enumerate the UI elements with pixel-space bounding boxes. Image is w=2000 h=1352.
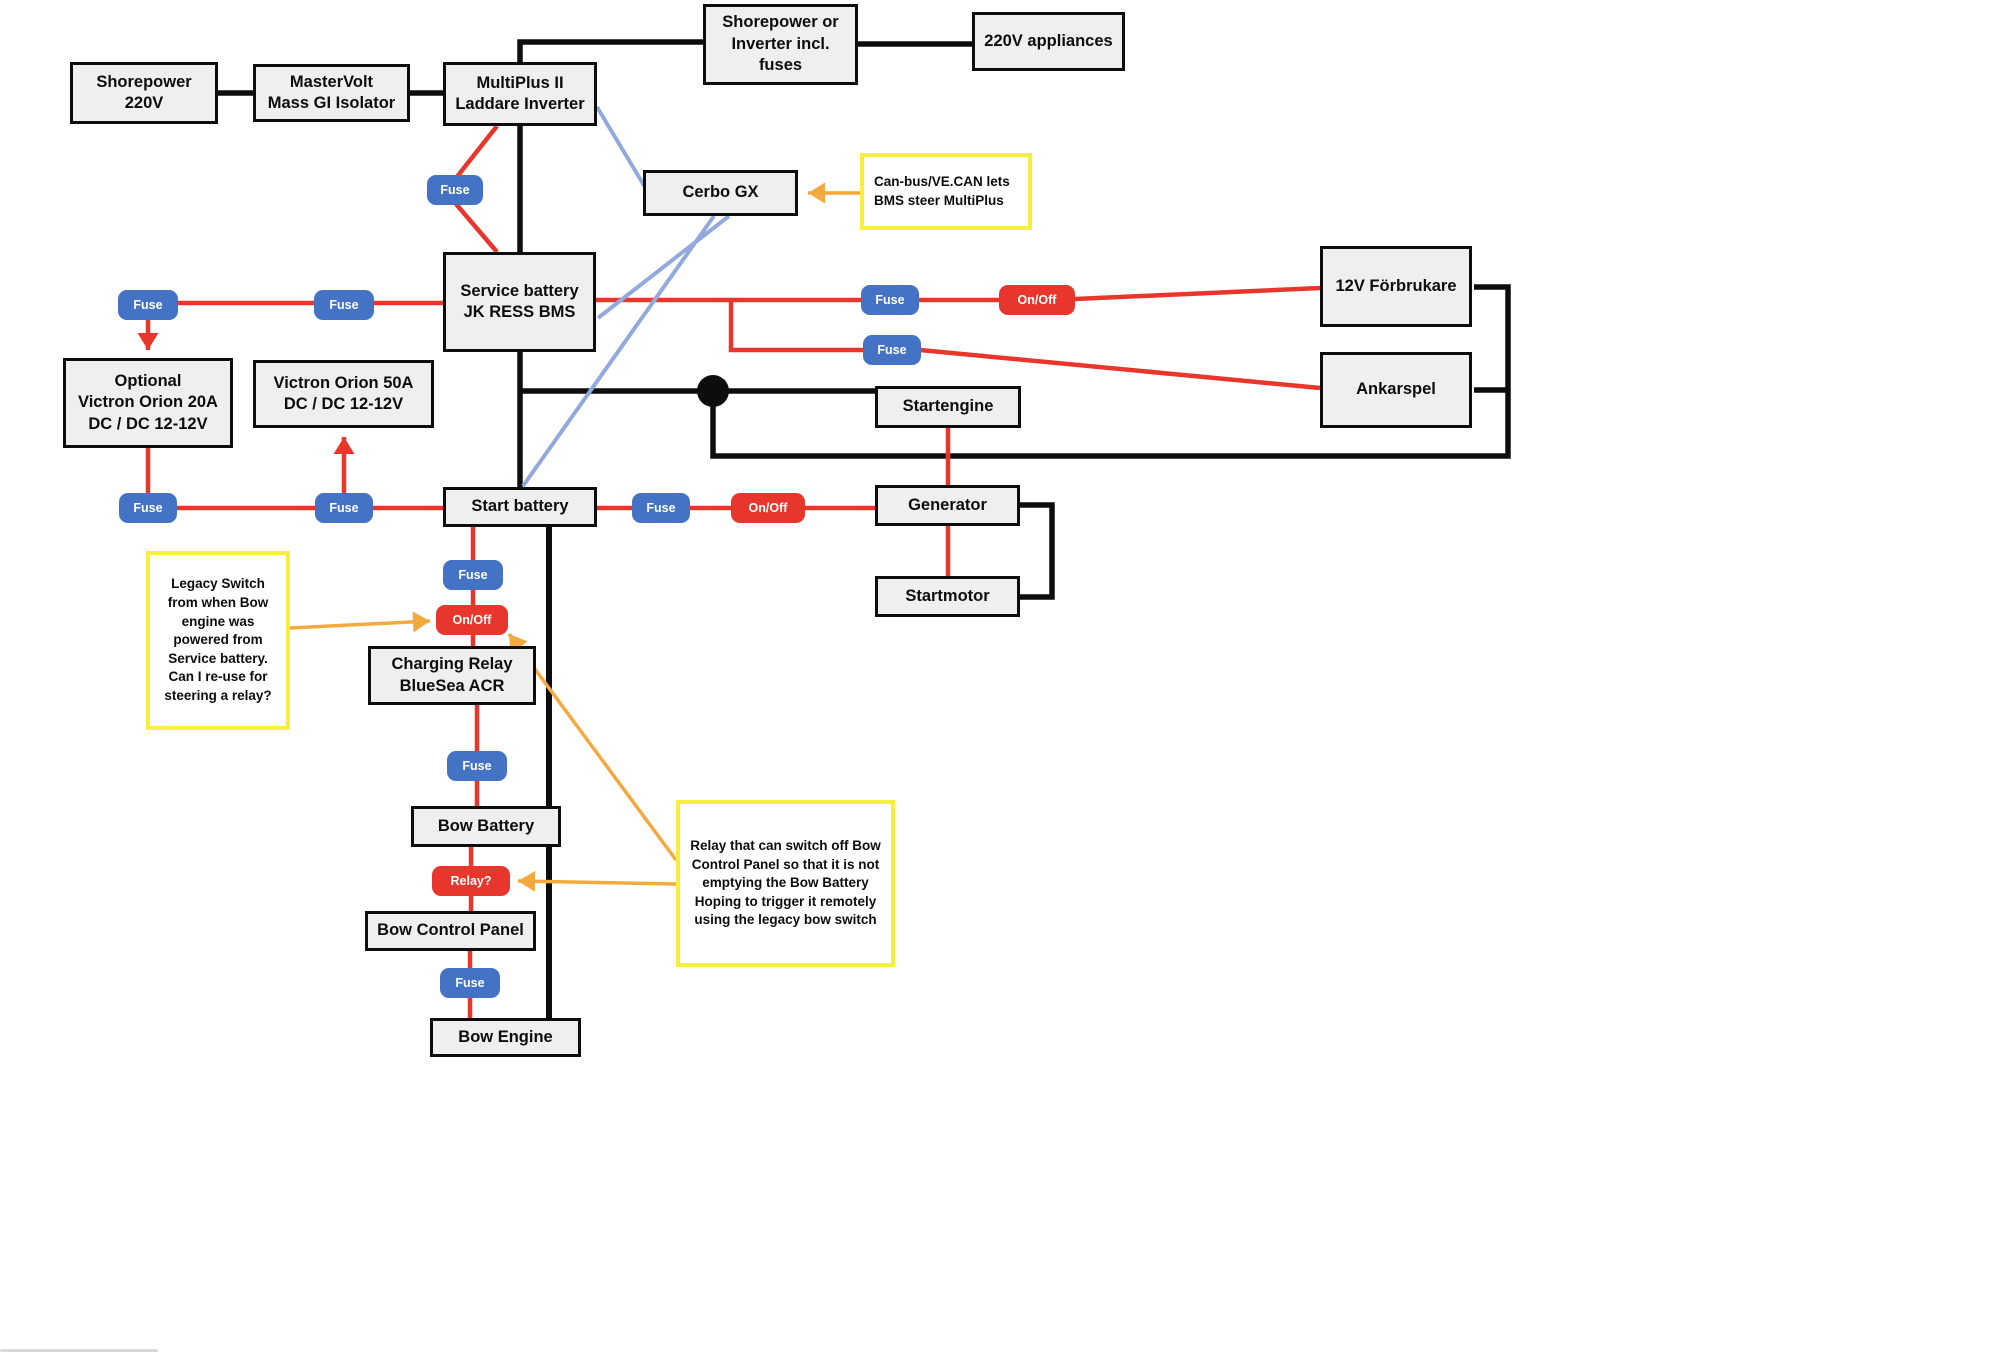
node-bow-engine: Bow Engine	[430, 1018, 581, 1057]
onoff-generator-pill: On/Off	[731, 493, 805, 523]
node-cerbo-gx: Cerbo GX	[643, 170, 798, 216]
note-legacy-switch: Legacy Switch from when Bow engine was p…	[146, 551, 290, 730]
node-shorepower-inverter-fuses: Shorepower or Inverter incl. fuses	[703, 4, 858, 85]
edge-vecan-multiplus	[595, 105, 647, 189]
node-forbrukare-12v: 12V Förbrukare	[1320, 246, 1472, 327]
fuse-bow-battery-pill: Fuse	[447, 751, 507, 781]
onoff-bow-pill: On/Off	[436, 605, 508, 635]
node-mastervolt-isolator: MasterVolt Mass GI Isolator	[253, 64, 410, 122]
node-charging-relay: Charging Relay BlueSea ACR	[368, 646, 536, 705]
node-startmotor: Startmotor	[875, 576, 1020, 617]
edge-generator-startmotor-loop	[1020, 502, 1055, 600]
window-bottom-edge	[0, 1349, 158, 1352]
node-multiplus: MultiPlus II Laddare Inverter	[443, 62, 597, 126]
relay-question-pill: Relay?	[432, 866, 510, 896]
node-orion-20a: Optional Victron Orion 20A DC / DC 12-12…	[63, 358, 233, 448]
fuse-orion20-top-pill: Fuse	[118, 290, 178, 320]
node-orion-50a: Victron Orion 50A DC / DC 12-12V	[253, 360, 434, 428]
node-startengine: Startengine	[875, 386, 1021, 428]
edge-return-loop-right	[710, 284, 1511, 459]
fuse-generator-pill: Fuse	[632, 493, 690, 523]
node-start-battery: Start battery	[443, 487, 597, 527]
fuse-ankarspel-pill: Fuse	[863, 335, 921, 365]
note-canbus: Can-bus/VE.CAN lets BMS steer MultiPlus	[860, 153, 1032, 230]
fuse-orion20-bottom-pill: Fuse	[119, 493, 177, 523]
node-ankarspel: Ankarspel	[1320, 352, 1472, 428]
arrowhead-icon	[333, 437, 355, 454]
junction-negative-dot	[697, 375, 729, 407]
node-bow-control-panel: Bow Control Panel	[365, 911, 536, 951]
node-shorepower-220v: Shorepower 220V	[70, 62, 218, 124]
edge-vecan-startbattery	[521, 214, 716, 488]
edge-arrow-note-onoff	[507, 632, 678, 862]
node-generator: Generator	[875, 485, 1020, 526]
node-service-battery: Service battery JK RESS BMS	[443, 252, 596, 352]
fuse-start-battery-pill: Fuse	[443, 560, 503, 590]
edge-arrow-note-relay	[517, 879, 677, 886]
onoff-forbrukare-pill: On/Off	[999, 285, 1075, 315]
note-relay: Relay that can switch off Bow Control Pa…	[676, 800, 895, 967]
edge-fuse-to-service	[454, 202, 499, 254]
fuse-orion50-top-pill: Fuse	[314, 290, 374, 320]
fuse-multiplus-pill: Fuse	[427, 175, 483, 205]
arrowhead-icon	[137, 333, 159, 350]
edge-branch-to-ankarspel-a	[728, 300, 920, 353]
fuse-orion50-bottom-pill: Fuse	[315, 493, 373, 523]
node-bow-battery: Bow Battery	[411, 806, 561, 847]
edge-vecan-servicebattery	[596, 214, 731, 320]
edge-arrow-legacy-onoff	[289, 619, 431, 630]
arrowhead-icon	[412, 611, 430, 633]
node-appliances-220v: 220V appliances	[972, 12, 1125, 71]
edge-multiplus-to-acfuses	[517, 39, 703, 62]
edge-branch-to-ankarspel-b	[919, 347, 1321, 391]
edge-service-to-forbrukare-b	[1074, 285, 1321, 302]
edge-multiplus-fuse-down	[454, 124, 499, 180]
fuse-bow-engine-pill: Fuse	[440, 968, 500, 998]
arrowhead-icon	[808, 182, 825, 204]
fuse-forbrukare-pill: Fuse	[861, 285, 919, 315]
arrowhead-icon	[518, 870, 536, 892]
